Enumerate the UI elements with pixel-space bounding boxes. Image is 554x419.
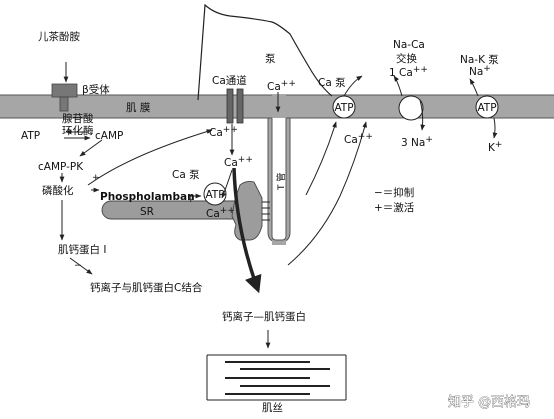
atp-label-sr-pump: ATP xyxy=(205,189,224,201)
ion-na-exchanger: 3 Na+ xyxy=(401,135,433,149)
arrow-exchanger-na-in xyxy=(419,99,426,131)
ion-ca-near-channel: Ca++ xyxy=(209,125,238,139)
ion-k-pump: K+ xyxy=(488,140,502,154)
watermark: 知乎 @西格玛 xyxy=(448,394,530,410)
ion-ca-exchanger: 1 Ca++ xyxy=(389,65,428,79)
label-adenylate-cyclase-line2: 环化酶 xyxy=(62,124,94,137)
ion-labels: Ca++ Ca++ Ca++ Ca++ Ca++ 1 Ca++ 3 Na+ Na… xyxy=(206,64,502,220)
arrow-sr-ca-release xyxy=(232,167,262,294)
ion-na-pump: Na+ xyxy=(469,64,491,78)
label-ca-troponin-c-binding: 钙离子与肌钙蛋白C结合 xyxy=(90,281,203,294)
label-catecholamine: 儿茶酚胺 xyxy=(38,30,80,43)
ion-ca-membrane-pump: Ca++ xyxy=(344,132,373,146)
ca-pump-sr-atp: ATP xyxy=(203,182,227,206)
label-phospholamban: Phospholamban xyxy=(100,191,195,203)
arrow-k-in xyxy=(492,117,498,139)
na-ca-exchanger xyxy=(398,95,424,121)
arrow-camp-to-campk xyxy=(79,139,103,157)
ion-ca-cytosol: Ca++ xyxy=(224,155,253,169)
arrow-cytosol-to-exchanger xyxy=(287,121,367,266)
sign-plus-phosphorylation: + xyxy=(92,173,100,183)
sarcoplasmic-reticulum xyxy=(101,180,263,241)
myofilament-sarcomere xyxy=(206,354,347,401)
atp-label-membrane-pump: ATP xyxy=(334,102,353,114)
label-phosphorylation: 磷酸化 xyxy=(42,184,74,197)
signal-arrows xyxy=(59,62,498,349)
label-t-tubule: T 管 xyxy=(275,173,287,191)
label-ca-pump-sr: Ca 泵 xyxy=(172,169,200,181)
label-sarcolemma: 肌 膜 xyxy=(126,102,151,114)
arrow-na-out xyxy=(469,78,479,97)
label-ca-channel: Ca通道 xyxy=(212,74,247,87)
beta-receptor xyxy=(51,83,78,112)
action-potential-waveform xyxy=(197,3,333,101)
ca-channel xyxy=(226,88,244,124)
arrow-exchanger-ca-out xyxy=(393,75,403,97)
junctional-feet xyxy=(262,201,270,221)
ion-ca-t-tubule: Ca++ xyxy=(267,79,296,93)
label-beta-receptor: β受体 xyxy=(82,84,110,96)
label-ca-troponin-complex: 钙离子—肌钙蛋白 xyxy=(222,310,306,323)
label-adenylate-cyclase-line1: 腺苷酸 xyxy=(62,112,94,125)
ca-pump-membrane-atp: ATP xyxy=(332,95,356,119)
arrow-ca-to-sr xyxy=(221,169,233,199)
label-myofilament: 肌丝 xyxy=(262,402,283,414)
sign-plus-sr-pump: + xyxy=(187,195,195,205)
atp-label-na-k-pump: ATP xyxy=(477,102,496,114)
arrow-cytosol-to-membrane-pump xyxy=(305,121,337,196)
arrow-membrane-pump-out xyxy=(343,75,363,97)
legend-inhibit: −＝抑制 xyxy=(374,186,414,199)
arrow-troponin-to-binding xyxy=(69,257,93,275)
label-camp: cAMP xyxy=(95,130,123,142)
label-ca-pump-membrane: Ca 泵 xyxy=(318,77,346,89)
sign-minus-troponin: − xyxy=(74,261,82,271)
label-camp-pk: cAMP-PK xyxy=(38,161,84,173)
label-na-ca-line1: Na-Ca xyxy=(393,39,425,51)
t-tubule xyxy=(267,95,291,245)
label-troponin-i: 肌钙蛋白 I xyxy=(58,243,106,256)
ion-ca-sr: Ca++ xyxy=(206,206,235,220)
label-atp-substrate: ATP xyxy=(21,130,40,142)
label-sr: SR xyxy=(140,206,154,218)
label-na-k-pump: Na-K 泵 xyxy=(460,54,499,66)
label-pump-top: 泵 xyxy=(265,53,276,65)
arrow-phosphorylation-to-channel xyxy=(87,129,213,186)
label-na-ca-line2: 交换 xyxy=(396,52,417,65)
na-k-pump-atp: ATP xyxy=(475,95,499,119)
legend-activate: +＝激活 xyxy=(374,201,415,214)
